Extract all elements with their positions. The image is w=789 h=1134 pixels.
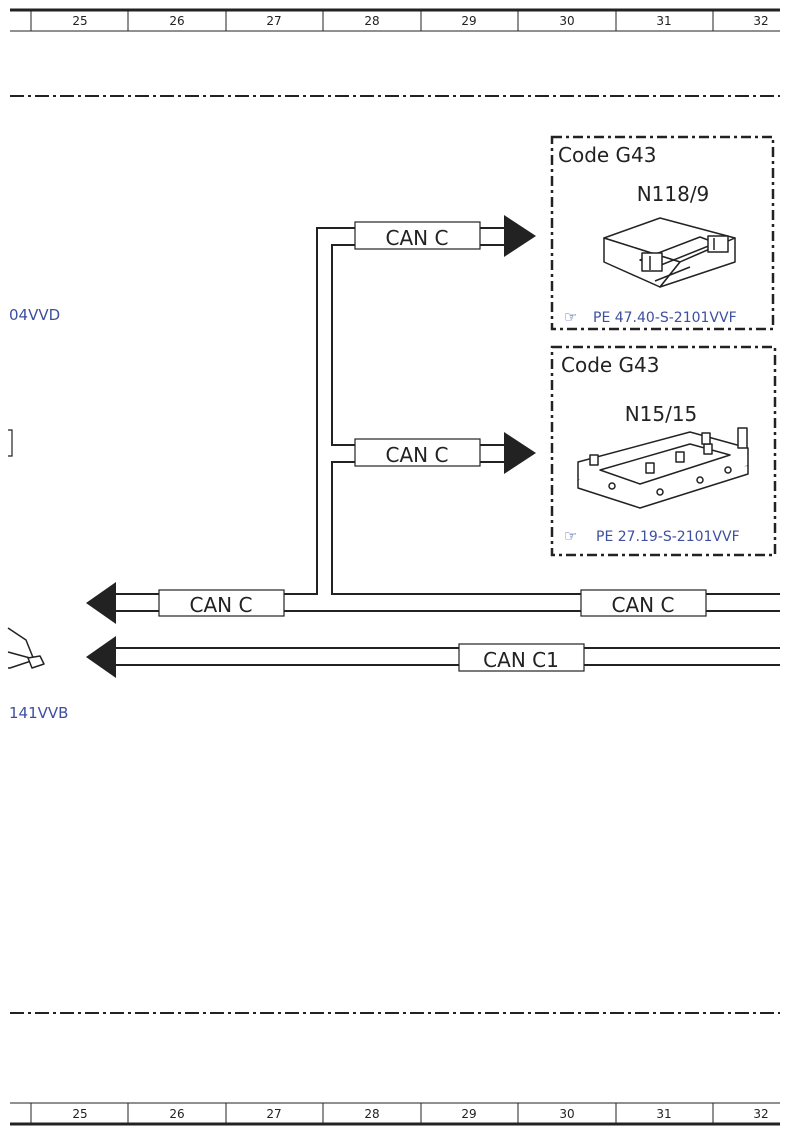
edge-reference-link-bottom[interactable]: 141VVB — [9, 704, 68, 722]
column-number: 27 — [266, 1107, 281, 1121]
repair-reference-link[interactable]: PE 47.40-S-2101VVF — [593, 310, 737, 326]
column-number: 31 — [656, 14, 671, 28]
bus-label-can-left: CAN C — [158, 589, 285, 617]
partial-component-left-icon — [7, 627, 45, 669]
module-code-label: Code G43 — [561, 353, 660, 377]
column-number: 27 — [266, 14, 281, 28]
svg-text:CAN C: CAN C — [612, 593, 675, 617]
bus-arrow-left-can — [86, 582, 116, 624]
module-part-label: N118/9 — [637, 182, 710, 206]
control-unit-n118-9-icon — [603, 217, 736, 288]
column-number: 26 — [169, 1107, 184, 1121]
partial-bracket-left — [8, 429, 13, 457]
edge-reference-link-top[interactable]: 04VVD — [9, 306, 60, 324]
svg-text:CAN C: CAN C — [386, 443, 449, 467]
column-number: 28 — [364, 1107, 379, 1121]
module-part-label: N15/15 — [625, 402, 698, 426]
svg-text:CAN C1: CAN C1 — [483, 648, 559, 672]
column-number: 25 — [72, 1107, 87, 1121]
pointing-hand-icon: ☞ — [564, 308, 577, 326]
column-number: 32 — [753, 14, 768, 28]
pointing-hand-icon: ☞ — [564, 527, 577, 545]
column-number: 29 — [461, 1107, 476, 1121]
repair-reference-link[interactable]: PE 27.19-S-2101VVF — [596, 529, 740, 545]
module-code-label: Code G43 — [558, 143, 657, 167]
column-number: 31 — [656, 1107, 671, 1121]
bus-label-can-right: CAN C — [580, 589, 707, 617]
bus-label-can-middle: CAN C — [354, 438, 481, 467]
top-column-ruler: 25 26 27 28 29 30 31 32 — [10, 8, 780, 32]
bus-arrow-right-middle — [504, 432, 536, 474]
column-number: 29 — [461, 14, 476, 28]
column-number: 30 — [559, 14, 574, 28]
column-number: 26 — [169, 14, 184, 28]
control-unit-n15-15-icon — [577, 427, 749, 509]
column-number: 28 — [364, 14, 379, 28]
bus-label-can-c1: CAN C1 — [458, 643, 585, 672]
bus-label-can-upper: CAN C — [354, 221, 481, 250]
bus-arrow-right-upper — [504, 215, 536, 257]
module-box-n118-9[interactable]: Code G43 N118/9 ☞ PE 47.40-S-2101VVF — [550, 135, 775, 331]
bus-arrow-left-can-c1 — [86, 636, 116, 678]
svg-text:CAN C: CAN C — [386, 226, 449, 250]
column-number: 25 — [72, 14, 87, 28]
column-number: 32 — [753, 1107, 768, 1121]
module-box-n15-15[interactable]: Code G43 N15/15 ☞ PE 27.19-S-2101VVF — [550, 345, 777, 557]
column-number: 30 — [559, 1107, 574, 1121]
svg-text:CAN C: CAN C — [190, 593, 253, 617]
bottom-column-ruler: 25 26 27 28 29 30 31 32 — [10, 1102, 780, 1126]
